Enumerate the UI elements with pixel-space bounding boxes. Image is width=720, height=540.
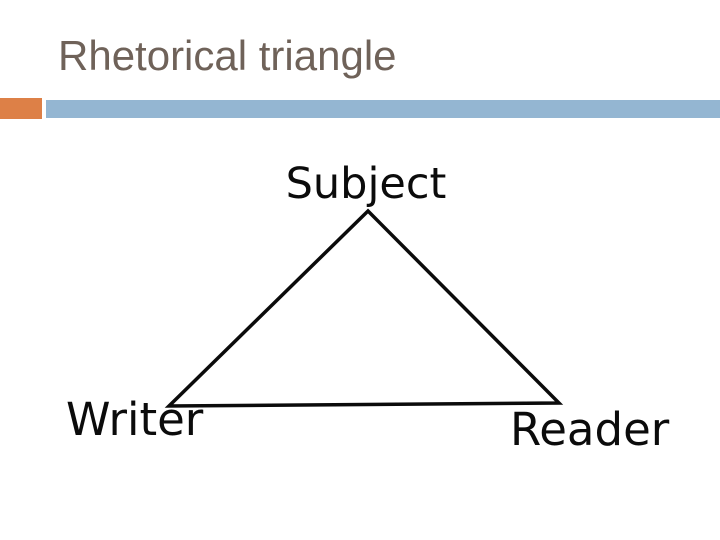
title-underline-blue-bar xyxy=(46,100,720,118)
title-underline-orange-block xyxy=(0,98,42,119)
triangle-label-writer: Writer xyxy=(66,393,204,446)
triangle-label-subject: Subject xyxy=(285,159,447,209)
slide-title: Rhetorical triangle xyxy=(58,32,397,79)
triangle-outline xyxy=(164,208,564,408)
triangle-label-reader: Reader xyxy=(510,403,670,456)
